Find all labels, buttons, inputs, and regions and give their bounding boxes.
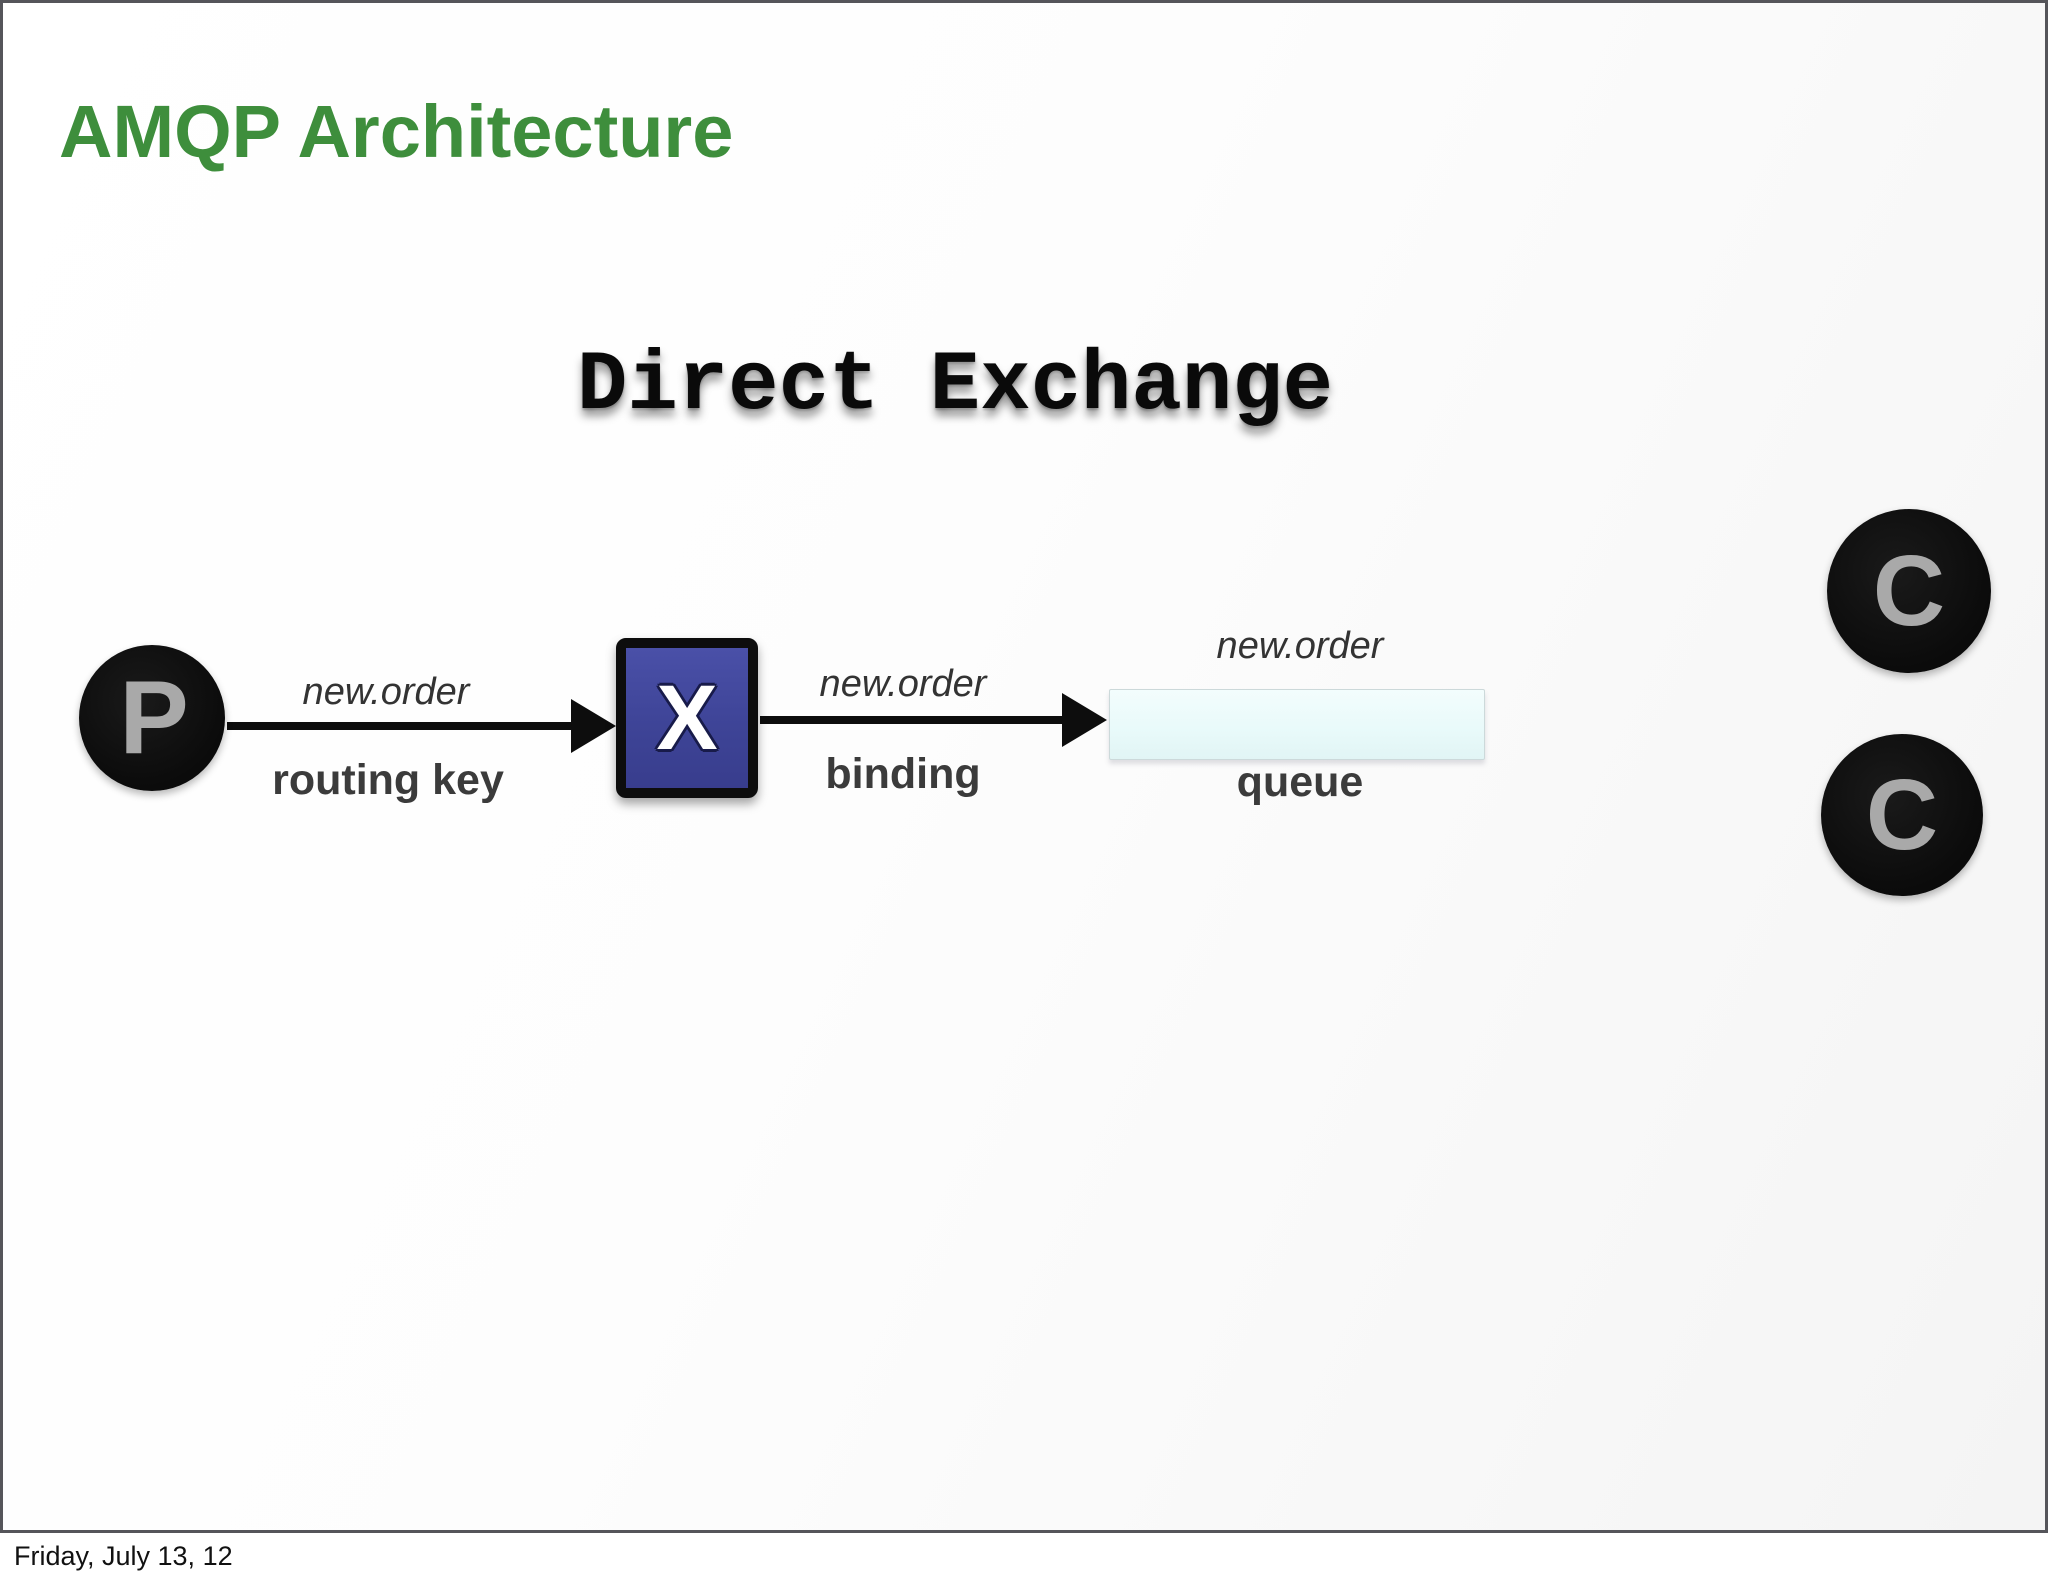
footer-date: Friday, July 13, 12 [14, 1541, 233, 1571]
consumer-node-1: C [1827, 509, 1991, 673]
binding-label: binding [825, 750, 981, 798]
producer-node: P [79, 645, 225, 791]
queue-node [1109, 689, 1485, 760]
exchange-letter: X [656, 667, 718, 769]
consumer-node-2: C [1821, 734, 1983, 896]
routing-key-label: routing key [272, 756, 504, 804]
consumer-letter-2: C [1865, 759, 1939, 871]
heading-direct-exchange: Direct Exchange [576, 339, 1334, 434]
slide: AMQP Architecture Direct Exchange P new.… [0, 0, 2048, 1533]
slide-title: AMQP Architecture [59, 90, 734, 173]
exchange-node: X [616, 638, 758, 798]
queue-value: new.order [1216, 625, 1384, 667]
routing-key-value: new.order [302, 671, 470, 713]
queue-label: queue [1236, 758, 1364, 806]
consumer-letter-1: C [1872, 535, 1946, 647]
producer-letter: P [119, 660, 189, 776]
binding-value: new.order [819, 663, 987, 705]
